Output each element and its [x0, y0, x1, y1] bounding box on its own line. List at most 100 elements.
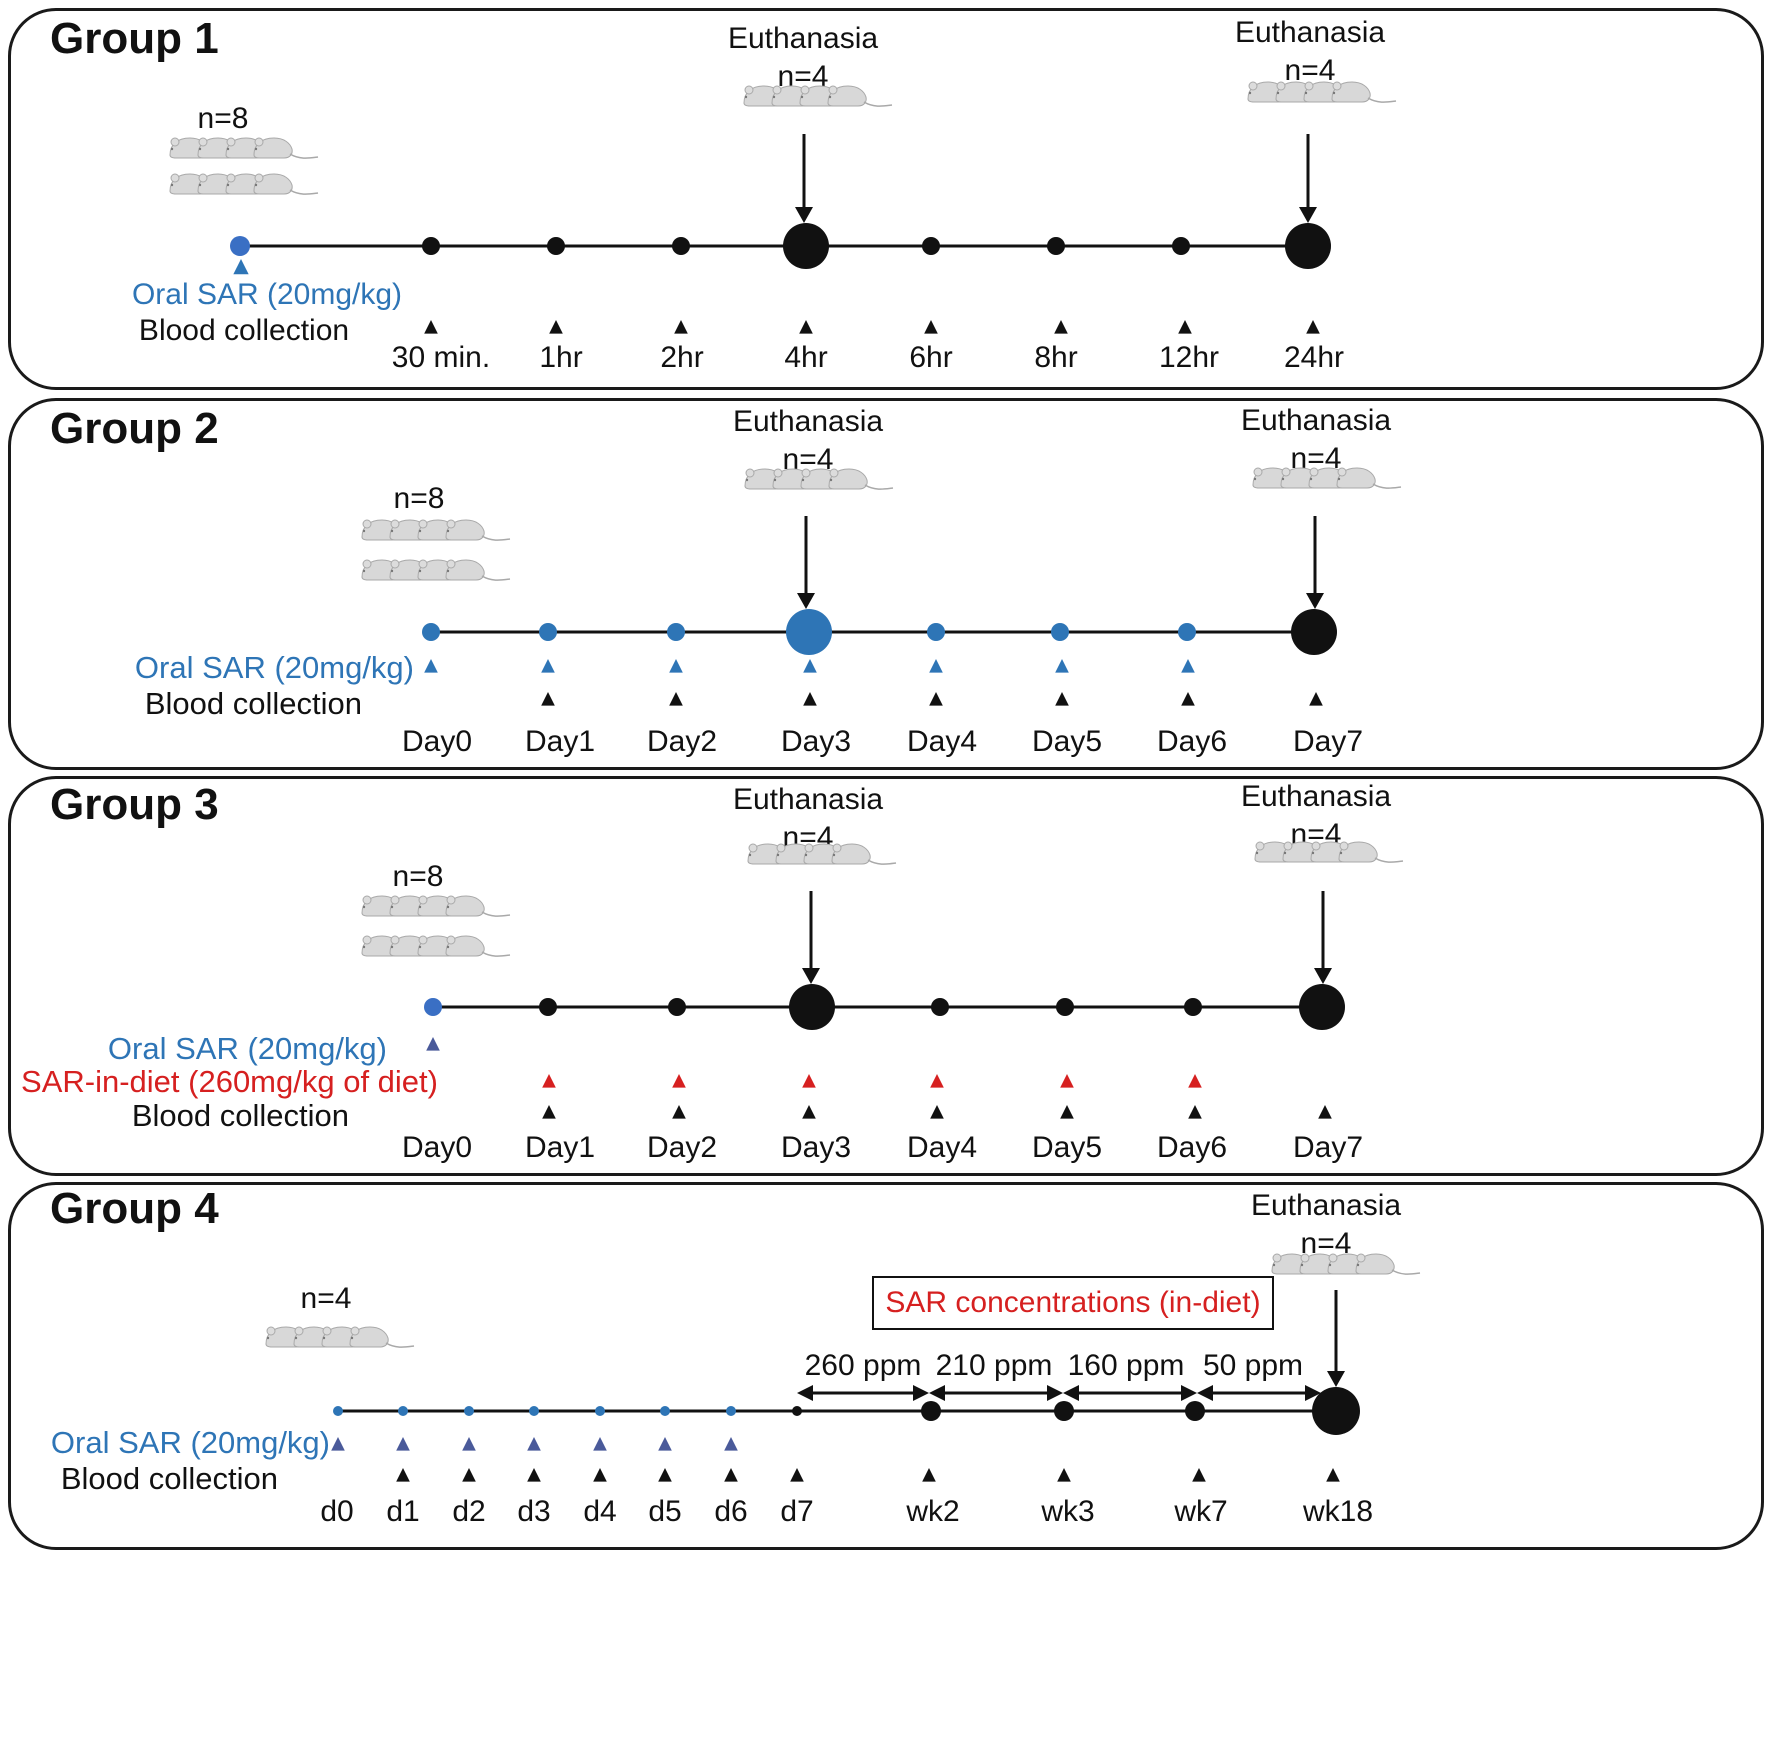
g2-n8-label: n=8 — [393, 482, 445, 515]
g2-oral-triangle — [424, 659, 438, 673]
g3-day-label: Day1 — [524, 1131, 596, 1164]
g4-oral-triangle — [396, 1437, 410, 1451]
g4-ppm-range-arrow-head-left — [929, 1385, 945, 1401]
g2-blood-label: Blood collection — [144, 686, 362, 721]
g3-blood-triangle — [672, 1105, 686, 1119]
group4-title: Group 4 — [50, 1184, 219, 1233]
g3-start-dot — [424, 998, 442, 1016]
g3-timepoint-dot — [1184, 998, 1202, 1016]
g1-euthanasia-dot — [1285, 223, 1331, 269]
g3-euthanasia-dot — [789, 984, 835, 1030]
g2-blood-triangle — [541, 692, 555, 706]
g4-n4-label: n=4 — [300, 1282, 352, 1315]
g4-week-dot — [1054, 1401, 1074, 1421]
g1-oral-triangle — [233, 259, 249, 275]
g4-week-dot — [921, 1401, 941, 1421]
g4-time-label: d0 — [320, 1495, 354, 1528]
g2-euthanasia-mice — [745, 469, 893, 489]
g4-daily-dot — [398, 1406, 408, 1416]
g1-euthanasia-1: Euthanasia n=4 — [728, 20, 878, 95]
g4-time-label: wk18 — [1302, 1495, 1374, 1528]
g3-blood-triangle — [930, 1105, 944, 1119]
g4-oral-triangle — [724, 1437, 738, 1451]
g2-oral-triangle — [1055, 659, 1069, 673]
g4-daily-dot — [595, 1406, 605, 1416]
g1-blood-triangle — [1054, 320, 1068, 334]
g3-diet-triangle — [1060, 1074, 1074, 1088]
g4-ppm-label: 260 ppm — [804, 1349, 922, 1382]
group1-title: Group 1 — [50, 14, 219, 63]
g1-euthanasia-2: Euthanasia n=4 — [1235, 14, 1385, 89]
g4-ppm-range-arrow-head-left — [797, 1385, 813, 1401]
g2-day-label: Day2 — [646, 725, 718, 758]
g4-euthanasia: Euthanasia n=4 — [1251, 1187, 1401, 1262]
g1-timepoint-dot — [1172, 237, 1190, 255]
g1-timepoint-dot — [547, 237, 565, 255]
g2-mice-row — [362, 560, 510, 580]
g3-oral-triangle — [426, 1037, 440, 1051]
g4-time-label: wk2 — [906, 1495, 960, 1528]
g3-diet-triangle — [1188, 1074, 1202, 1088]
g4-oral-triangle — [593, 1437, 607, 1451]
g4-blood-triangle — [462, 1468, 476, 1482]
g1-blood-triangle — [549, 320, 563, 334]
g2-oral-triangle — [669, 659, 683, 673]
g1-blood-triangle — [424, 320, 438, 334]
g4-oral-label: Oral SAR (20mg/kg) — [50, 1425, 330, 1460]
g2-oral-triangle — [541, 659, 555, 673]
group2-title: Group 2 — [50, 404, 219, 453]
group3-panel — [8, 776, 1764, 1176]
g1-time-label: 1hr — [539, 341, 583, 374]
g4-daily-dot — [726, 1406, 736, 1416]
g1-start-dot — [230, 236, 250, 256]
g2-euthanasia-dot — [1291, 609, 1337, 655]
g3-blood-triangle — [1060, 1105, 1074, 1119]
group1-panel — [8, 8, 1764, 390]
euthanasia-label: Euthanasia — [1250, 1189, 1402, 1222]
g1-euthanasia-mice — [1248, 82, 1396, 102]
g1-euthanasia-dot — [783, 223, 829, 269]
g3-diet-triangle — [930, 1074, 944, 1088]
g1-timepoint-dot — [672, 237, 690, 255]
g3-blood-triangle — [542, 1105, 556, 1119]
g3-diet-triangle — [802, 1074, 816, 1088]
g4-ppm-range-arrow-head-right — [1181, 1385, 1197, 1401]
g2-blood-triangle — [1181, 692, 1195, 706]
g1-blood-triangle — [799, 320, 813, 334]
g3-diet-triangle — [542, 1074, 556, 1088]
g1-blood-label: Blood collection — [138, 314, 350, 347]
g1-time-label: 4hr — [784, 341, 828, 374]
g4-daily-dot — [464, 1406, 474, 1416]
g4-blood-triangle — [1057, 1468, 1071, 1482]
g4-ppm-label: 210 ppm — [935, 1349, 1053, 1382]
g1-euthanasia-arrow-head — [795, 207, 813, 223]
euthanasia-label: Euthanasia — [1240, 404, 1392, 437]
g2-day-label: Day7 — [1292, 725, 1364, 758]
g3-blood-triangle — [802, 1105, 816, 1119]
g3-oral-label: Oral SAR (20mg/kg) — [107, 1031, 387, 1066]
g4-blood-triangle — [1326, 1468, 1340, 1482]
g4-time-label: d2 — [452, 1495, 486, 1528]
g1-n8-label: n=8 — [197, 102, 249, 135]
g4-mice-row — [266, 1327, 414, 1347]
g2-oral-label: Oral SAR (20mg/kg) — [134, 650, 414, 685]
g4-euthanasia-dot — [1312, 1387, 1360, 1435]
g4-daily-dot — [333, 1406, 343, 1416]
group4-panel — [8, 1182, 1764, 1550]
g3-euthanasia-dot — [1299, 984, 1345, 1030]
g4-time-label: d6 — [714, 1495, 748, 1528]
euthanasia-label: Euthanasia — [1240, 780, 1392, 813]
g4-blood-triangle — [658, 1468, 672, 1482]
g4-ppm-label: 50 ppm — [1202, 1349, 1304, 1382]
g2-day-label: Day5 — [1031, 725, 1103, 758]
g4-ppm-range-arrow-head-right — [913, 1385, 929, 1401]
g3-mice-row — [362, 936, 510, 956]
g4-day7-dot — [792, 1406, 802, 1416]
g3-euthanasia-mice — [1255, 842, 1403, 862]
g2-day-label: Day3 — [780, 725, 852, 758]
g4-concentration-label: SAR concentrations (in-diet) — [885, 1286, 1261, 1319]
g4-ppm-range-arrow-head-right — [1047, 1385, 1063, 1401]
g1-timepoint-dot — [1047, 237, 1065, 255]
g1-time-label: 24hr — [1283, 341, 1345, 374]
group2-panel — [8, 398, 1764, 770]
